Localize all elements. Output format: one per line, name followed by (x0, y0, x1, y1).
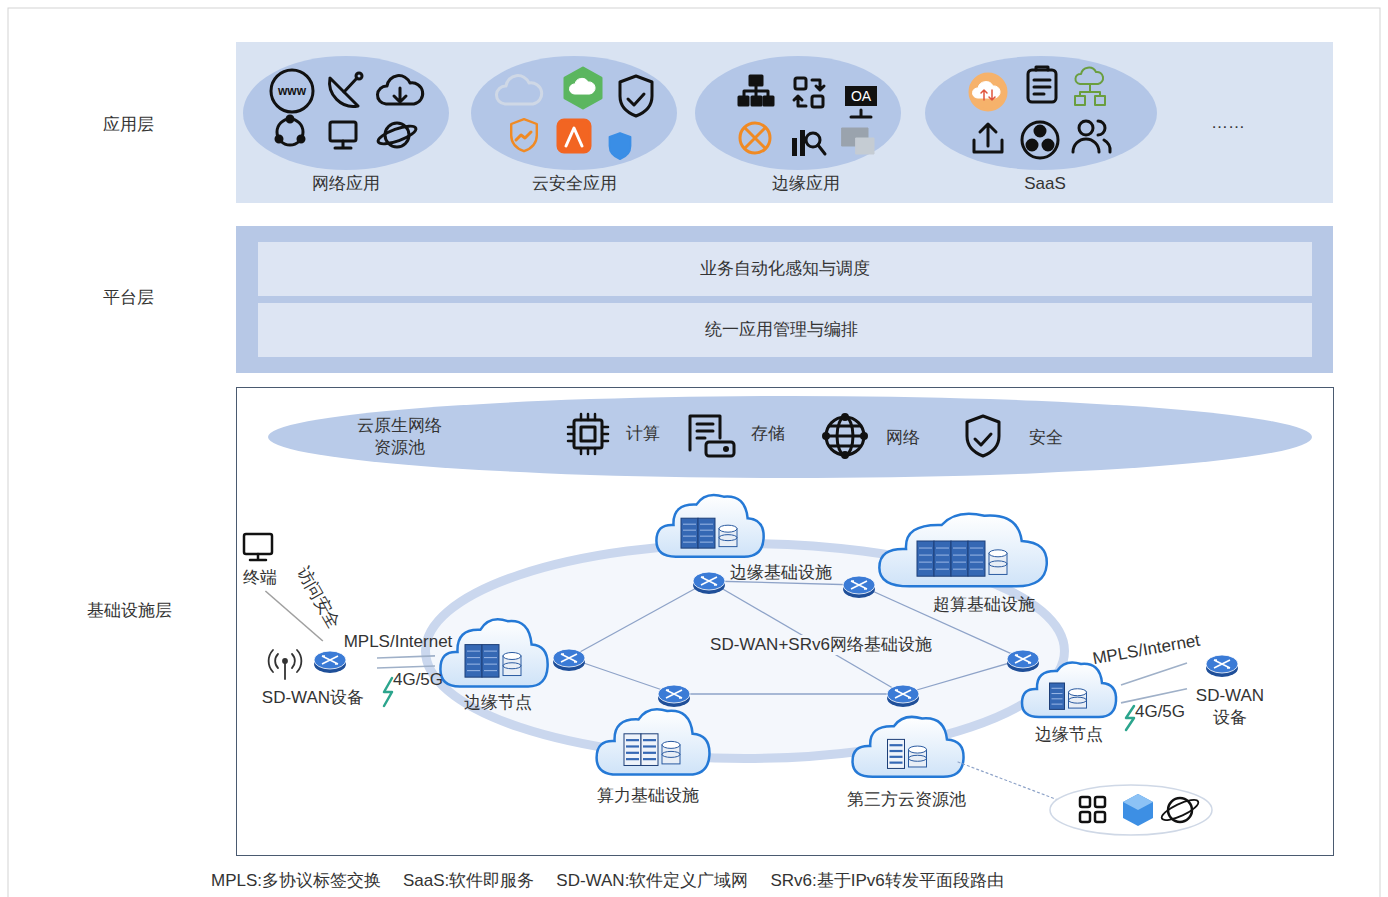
node-text: SD-WAN+SRv6网络基础设施 (706, 635, 936, 655)
node-text: SD-WAN 设备 (1190, 685, 1270, 729)
ellipse-node: 边缘应用 (695, 56, 901, 170)
layer-box: 基础设施层云原生网络 资源池计算存储网络安全SD-WAN+SRv6网络基础设施 … (236, 387, 1334, 856)
node-text: SD-WAN设备 (262, 688, 364, 708)
cloud-shape (849, 713, 967, 779)
server-icons (849, 713, 967, 779)
link-label: MPLS/Internet (344, 632, 453, 652)
ellipse-node: 网络应用 (243, 56, 449, 170)
free-label: …… (1211, 113, 1245, 133)
node-text: 存储 (751, 424, 785, 444)
layer-box: 应用层网络应用云安全应用边缘应用SaaS (236, 42, 1333, 203)
node-text: 云原生网络 资源池 (353, 415, 445, 459)
node-text: 计算 (626, 424, 660, 444)
free-label: www (278, 84, 306, 98)
server-icons (593, 705, 713, 777)
cloud-node: 第三方云资源池 (847, 711, 969, 811)
server-icons (437, 615, 551, 689)
ellipse-shape (243, 56, 449, 170)
footnote-text: SD-WAN:软件定义广域网 (556, 871, 748, 891)
node-text: 算力基础设施 (597, 786, 699, 806)
cloud-node: 算力基础设施 (591, 703, 715, 807)
link-label: 4G/5G (393, 670, 443, 690)
node-text: 云安全应用 (532, 174, 617, 194)
node-text: 平台层 (103, 288, 154, 308)
free-label: OA (845, 86, 877, 107)
node-text: SaaS (1024, 174, 1066, 194)
node-text: 网络应用 (312, 174, 380, 194)
cloud-node: 超算基础设施 (871, 507, 1053, 617)
ellipse-shape (695, 56, 901, 170)
footnote-text: SRv6:基于IPv6转发平面段路由 (770, 871, 1003, 891)
link-label: 4G/5G (1135, 702, 1185, 722)
layer-box: 业务自动化感知与调度 (258, 242, 1312, 296)
node-text: 终端 (243, 568, 277, 588)
device-node: 终端 (239, 531, 283, 591)
node-text: 边缘应用 (772, 174, 840, 194)
node-text: 第三方云资源池 (847, 790, 966, 810)
device-node: SD-WAN 设备 (1187, 647, 1275, 729)
ellipse-node: 云原生网络 资源池 计算 存储 网络 安全 (268, 396, 1312, 478)
cloud-node: 边缘节点 (1017, 657, 1121, 747)
footnote-row: MPLS:多协议标签交换 SaaS:软件即服务 SD-WAN:软件定义广域网 SRv6… (211, 871, 1004, 891)
node-text: 应用层 (103, 115, 154, 135)
node-text: 统一应用管理与编排 (705, 320, 858, 340)
ellipse-shape (268, 396, 1312, 478)
node-text: 基础设施层 (87, 601, 172, 621)
ellipse-shape (471, 56, 677, 170)
device-node: SD-WAN设备 (251, 641, 377, 711)
node-text: 边缘节点 (464, 693, 532, 713)
node-text: 边缘基础设施 (730, 563, 832, 583)
server-icons (874, 509, 1052, 589)
node-text: 业务自动化感知与调度 (700, 259, 870, 279)
node-text: 网络 (886, 428, 920, 448)
layer-box: 平台层业务自动化感知与调度统一应用管理与编排 (236, 226, 1333, 373)
ellipse-node: 云安全应用 (471, 56, 677, 170)
node-text: 超算基础设施 (933, 595, 1035, 615)
server-icons (653, 491, 767, 559)
node-text: 安全 (1029, 428, 1063, 448)
node-text: 边缘节点 (1035, 725, 1103, 745)
cloud-node: 边缘基础设施 (649, 489, 841, 585)
cloud-node: 边缘节点 (435, 613, 553, 715)
footnote-text: SaaS:软件即服务 (403, 871, 534, 891)
ellipse-shape (925, 56, 1157, 170)
layer-box: 统一应用管理与编排 (258, 303, 1312, 357)
ellipse-node: SaaS (925, 56, 1157, 170)
footnote-text: MPLS:多协议标签交换 (211, 871, 381, 891)
